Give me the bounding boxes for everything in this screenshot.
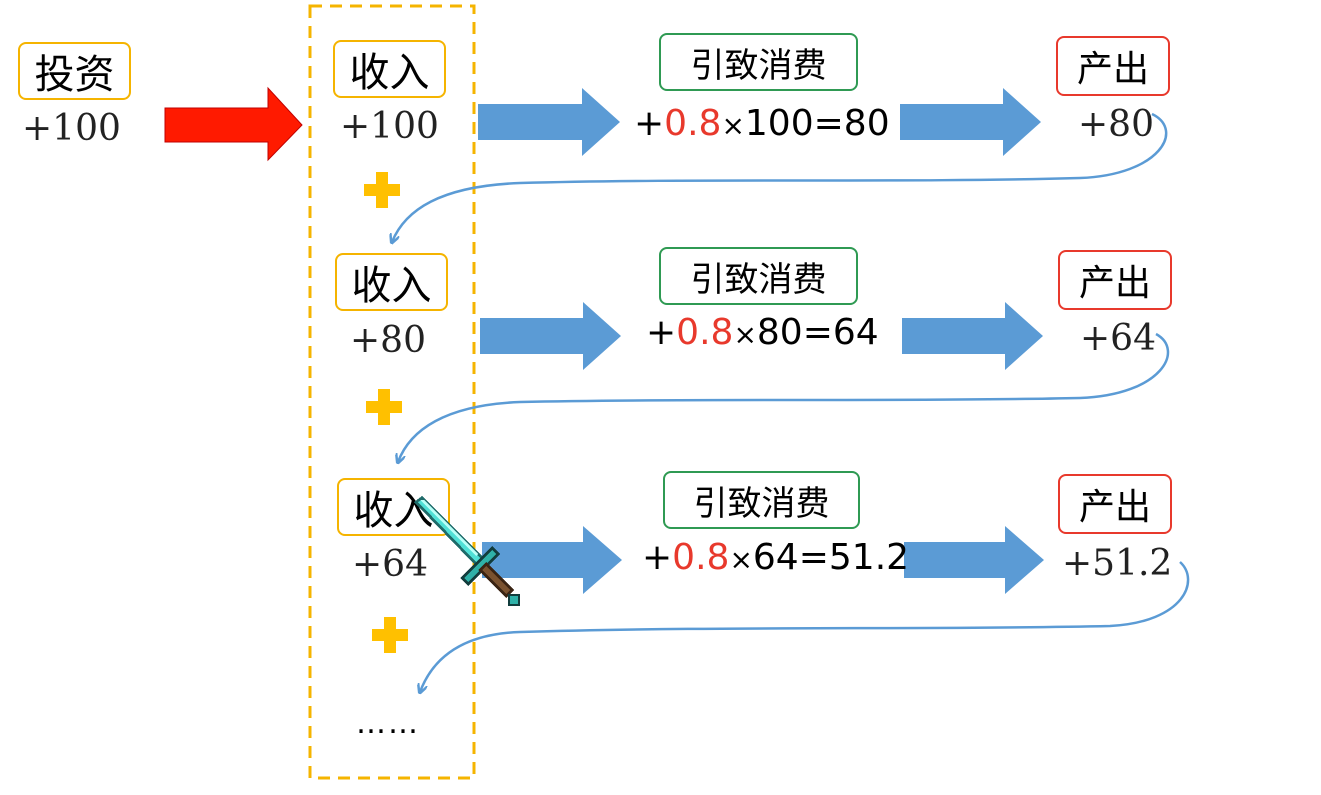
output-box: 产出 — [1058, 250, 1172, 310]
right-arrow-icon — [902, 302, 1043, 370]
income-value: +100 — [340, 106, 439, 147]
output-value: +51.2 — [1062, 543, 1173, 584]
curved-return-arrow-icon — [398, 332, 1170, 462]
consumption-formula: +0.8×100=80 — [634, 103, 890, 144]
investment-label: 投资 — [34, 52, 115, 98]
consumption-box: 引致消费 — [663, 471, 860, 529]
right-arrow-icon — [904, 526, 1044, 594]
output-value: +64 — [1080, 318, 1156, 359]
plus-icon — [366, 389, 402, 425]
times-sign: × — [721, 109, 745, 142]
formula-result: 100=80 — [744, 103, 890, 144]
output-box: 产出 — [1056, 36, 1170, 96]
mpc-coefficient: 0.8 — [664, 103, 722, 144]
right-arrow-icon — [478, 88, 620, 156]
curved-return-arrow-icon — [392, 112, 1168, 242]
output-box: 产出 — [1058, 474, 1172, 534]
right-arrow-icon — [900, 88, 1041, 156]
times-sign: × — [729, 543, 753, 576]
investment-box: 投资 — [18, 42, 131, 100]
investment-arrow-icon — [164, 86, 303, 162]
right-arrow-icon — [480, 302, 621, 370]
income-label: 收入 — [353, 488, 434, 534]
formula-result: 64=51.2 — [752, 537, 910, 578]
income-box: 收入 — [335, 253, 448, 311]
sword-icon — [414, 496, 520, 606]
mpc-coefficient: 0.8 — [676, 312, 734, 353]
income-value: +80 — [350, 320, 426, 361]
investment-value: +100 — [22, 108, 121, 149]
right-arrow-icon — [482, 526, 622, 594]
plus-icon — [372, 617, 408, 653]
plus-icon — [364, 172, 400, 208]
output-value: +80 — [1078, 104, 1154, 145]
consumption-label: 引致消费 — [690, 45, 827, 86]
formula-result: 80=64 — [756, 312, 879, 353]
income-value: +64 — [352, 544, 428, 585]
consumption-box: 引致消费 — [659, 33, 858, 91]
consumption-label: 引致消费 — [693, 483, 830, 524]
income-box: 收入 — [333, 40, 446, 98]
formula-plus: + — [634, 103, 665, 144]
income-label: 收入 — [349, 50, 430, 96]
consumption-label: 引致消费 — [690, 259, 827, 300]
consumption-box: 引致消费 — [659, 247, 858, 305]
output-label: 产出 — [1078, 263, 1151, 304]
curved-return-arrow-icon — [420, 561, 1190, 692]
income-box: 收入 — [337, 478, 450, 536]
output-label: 产出 — [1076, 49, 1149, 90]
continuation-ellipsis: …… — [356, 706, 420, 741]
formula-plus: + — [642, 537, 673, 578]
formula-plus: + — [646, 312, 677, 353]
income-label: 收入 — [351, 263, 432, 309]
consumption-formula: +0.8×64=51.2 — [642, 537, 909, 578]
income-column-frame — [308, 4, 476, 780]
times-sign: × — [733, 318, 757, 351]
output-label: 产出 — [1078, 487, 1151, 528]
mpc-coefficient: 0.8 — [672, 537, 730, 578]
consumption-formula: +0.8×80=64 — [646, 312, 879, 353]
